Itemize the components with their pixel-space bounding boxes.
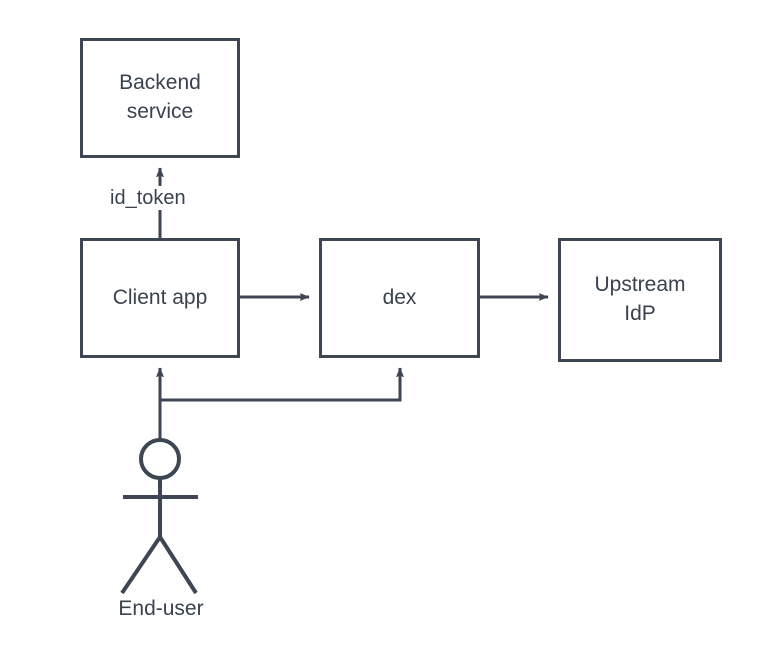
node-upstream-idp[interactable]: Upstream IdP — [558, 238, 722, 362]
actor-left-leg-line — [120, 535, 162, 595]
edge-label-id-token: id_token — [107, 186, 189, 210]
actor-label-end-user: End-user — [118, 597, 204, 620]
actor-right-leg-line — [158, 535, 198, 595]
actor-head-icon — [139, 438, 181, 480]
connector-end-user-to-dex — [160, 367, 404, 402]
node-client-app[interactable]: Client app — [80, 238, 240, 358]
node-backend-service[interactable]: Backend service — [80, 38, 240, 158]
node-dex[interactable]: dex — [319, 238, 480, 358]
end-user-actor-figure — [120, 438, 198, 595]
